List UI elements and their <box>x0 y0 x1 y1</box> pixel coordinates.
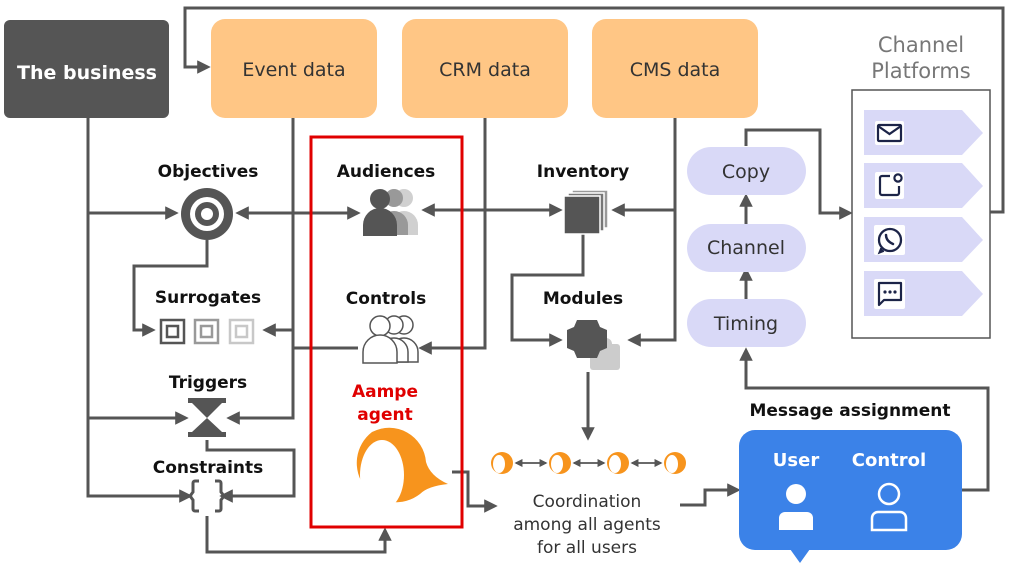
copy-label: Copy <box>722 161 770 183</box>
cms-data-label: CMS data <box>630 59 721 81</box>
modules-puzzle-icon <box>567 320 620 370</box>
business-node: The business <box>4 20 169 118</box>
mini-agent-icon <box>491 452 513 474</box>
hourglass-icon <box>188 398 226 437</box>
coordination-line1: Coordination <box>533 492 642 512</box>
timing-step: Timing <box>687 299 806 347</box>
crm-data-label: CRM data <box>439 59 531 81</box>
email-icon <box>875 121 904 145</box>
channel-platforms-title-line2: Platforms <box>871 59 971 83</box>
copy-step: Copy <box>687 147 806 195</box>
whatsapp-icon <box>874 225 905 255</box>
event-data-label: Event data <box>242 59 345 81</box>
timing-label: Timing <box>713 313 778 335</box>
cms-data-node: CMS data <box>592 19 758 118</box>
inventory-label: Inventory <box>537 162 629 182</box>
triggers-label: Triggers <box>169 373 247 393</box>
event-data-node: Event data <box>211 19 377 118</box>
audience-people-icon <box>363 189 418 236</box>
mini-agent-icon <box>664 452 686 474</box>
connectors <box>86 6 1005 554</box>
modules-label: Modules <box>543 289 623 309</box>
crm-data-node: CRM data <box>402 19 568 118</box>
control-user-icon <box>870 482 908 532</box>
control-people-icon <box>362 315 419 364</box>
controls-label: Controls <box>346 289 426 309</box>
channel-label: Channel <box>707 237 785 259</box>
agent-label-line2: agent <box>357 405 412 425</box>
constraints-label: Constraints <box>153 458 264 478</box>
channel-email <box>864 110 983 155</box>
brackets-icon <box>188 479 226 513</box>
channel-sms <box>864 271 983 316</box>
channel-platforms: Channel Platforms <box>851 33 991 339</box>
channel-platforms-title-line1: Channel <box>878 33 964 57</box>
coordination-line3: for all users <box>537 538 637 558</box>
business-label: The business <box>17 62 157 84</box>
channel-step: Channel <box>687 224 806 272</box>
control-label: Control <box>852 450 926 471</box>
agent-highlight-frame <box>309 135 464 529</box>
target-icon <box>181 188 233 240</box>
push-notification-icon <box>875 172 904 199</box>
mini-agent-icon <box>549 452 571 474</box>
agent-chain-icons <box>491 452 686 474</box>
channel-push <box>864 163 983 208</box>
user-label: User <box>773 450 820 471</box>
sms-chat-icon <box>874 279 905 309</box>
message-assignment-title: Message assignment <box>749 401 950 421</box>
aampe-agent-logo-icon <box>356 427 448 510</box>
user-icon <box>779 484 813 530</box>
mini-agent-icon <box>607 452 629 474</box>
message-assignment-panel: User Control <box>739 430 962 563</box>
audiences-label: Audiences <box>337 162 436 182</box>
objectives-label: Objectives <box>158 162 259 182</box>
agent-label-line1: Aampe <box>352 382 418 402</box>
surrogate-targets-icon <box>159 318 255 345</box>
channel-whatsapp <box>864 217 983 262</box>
surrogates-label: Surrogates <box>155 288 261 308</box>
inventory-stack-icon <box>563 189 609 235</box>
coordination-line2: among all agents <box>513 515 661 535</box>
